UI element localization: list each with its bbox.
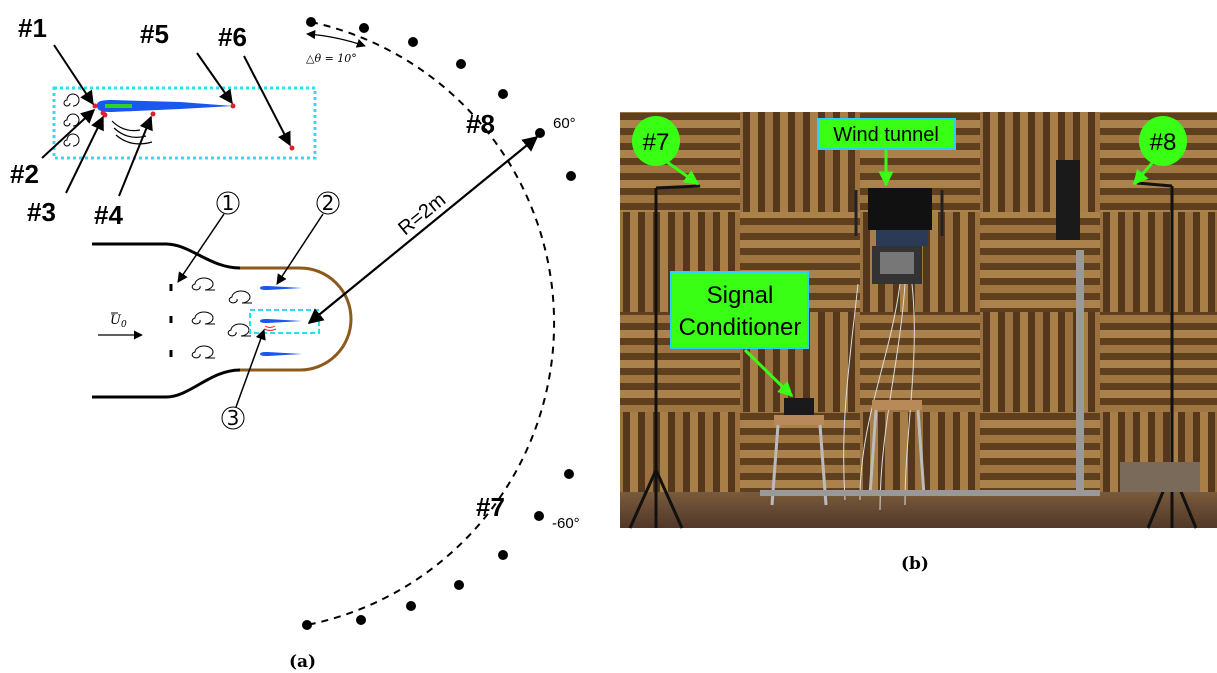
tag-signal-conditioner: Signal Conditioner xyxy=(670,271,809,349)
svg-text:Signal: Signal xyxy=(707,282,774,309)
tunnel-vortices xyxy=(191,277,252,359)
probe-label-6: #6 xyxy=(218,22,247,52)
radius-arrow xyxy=(307,136,539,324)
tag-signal-conditioner-arrow xyxy=(743,348,794,398)
rail-stand xyxy=(1076,250,1084,495)
airfoil-upper xyxy=(260,286,302,290)
probe-label-1: #1 xyxy=(18,13,47,43)
tag-wind-tunnel: Wind tunnel xyxy=(817,118,956,150)
probe-arrow-6 xyxy=(243,55,291,147)
tag-probe-7-arrow xyxy=(666,160,700,186)
probe-label-5: #5 xyxy=(140,19,169,49)
panel-b-caption: (b) xyxy=(901,554,929,574)
tag-probe-7: #7 xyxy=(632,116,680,166)
svg-text:3: 3 xyxy=(227,406,240,430)
probe-arrow-5 xyxy=(196,52,233,105)
probe-arrow-4 xyxy=(118,115,153,197)
test-section-wall xyxy=(240,266,353,372)
delta-theta-arrow xyxy=(306,30,366,48)
delta-theta-label: △θ = 10° xyxy=(306,52,357,65)
floor-rail xyxy=(760,490,1100,496)
svg-text:Wind tunnel: Wind tunnel xyxy=(833,124,939,146)
microphone-arc xyxy=(306,21,556,626)
svg-text:2: 2 xyxy=(322,191,335,215)
probe-arrow-1 xyxy=(53,44,94,106)
probe-label-3: #3 xyxy=(27,197,56,227)
wind-tunnel-unit xyxy=(854,188,944,284)
angle-bottom-label: -60° xyxy=(552,515,580,532)
marker-1: 1 xyxy=(216,191,240,215)
microphone-points xyxy=(302,17,576,630)
marker-3: 3 xyxy=(221,406,245,430)
marker-1-arrow xyxy=(177,213,225,283)
table-right xyxy=(1120,462,1200,492)
marker-2-arrow xyxy=(276,213,324,285)
inflow-label: U0 xyxy=(110,313,127,330)
probe-label-4: #4 xyxy=(94,200,123,230)
mic-stand-left xyxy=(628,184,701,529)
probe-label-2: #2 xyxy=(10,159,39,189)
probe-label-8: #8 xyxy=(466,109,495,139)
panel-b: #7 #8 Wind tunnel Signal Conditioner (b) xyxy=(620,112,1217,574)
vortex-icons xyxy=(63,93,80,147)
tag-probe-8: #8 xyxy=(1139,116,1187,166)
airfoil-noise-waves xyxy=(263,325,277,331)
cables xyxy=(843,283,915,511)
airfoil-middle xyxy=(260,319,302,323)
marker-2: 2 xyxy=(316,191,340,215)
panel-a: △θ = 10° 60° -60° #1 #2 xyxy=(10,13,580,672)
zoom-box xyxy=(52,86,317,160)
loudspeaker xyxy=(1056,160,1080,240)
svg-text:#8: #8 xyxy=(1150,129,1177,156)
nozzle-wall-top xyxy=(92,242,241,270)
angle-top-label: 60° xyxy=(553,115,576,132)
stool-right xyxy=(868,400,926,496)
svg-text:Conditioner: Conditioner xyxy=(679,314,802,341)
probe-arrow-3 xyxy=(65,115,104,194)
panel-a-caption: (a) xyxy=(289,652,316,672)
acoustic-waves xyxy=(111,120,153,145)
marker-3-arrow xyxy=(235,329,266,408)
airfoil-lower xyxy=(260,352,302,356)
trip-strip xyxy=(105,104,132,108)
probe-label-7: #7 xyxy=(476,492,505,522)
probe-arrow-2 xyxy=(41,109,96,159)
svg-text:1: 1 xyxy=(222,191,235,215)
tag-probe-8-arrow xyxy=(1132,161,1155,186)
airfoil-zoomed xyxy=(96,100,233,112)
nozzle-wall-bottom xyxy=(92,368,241,399)
svg-text:#7: #7 xyxy=(643,129,670,156)
